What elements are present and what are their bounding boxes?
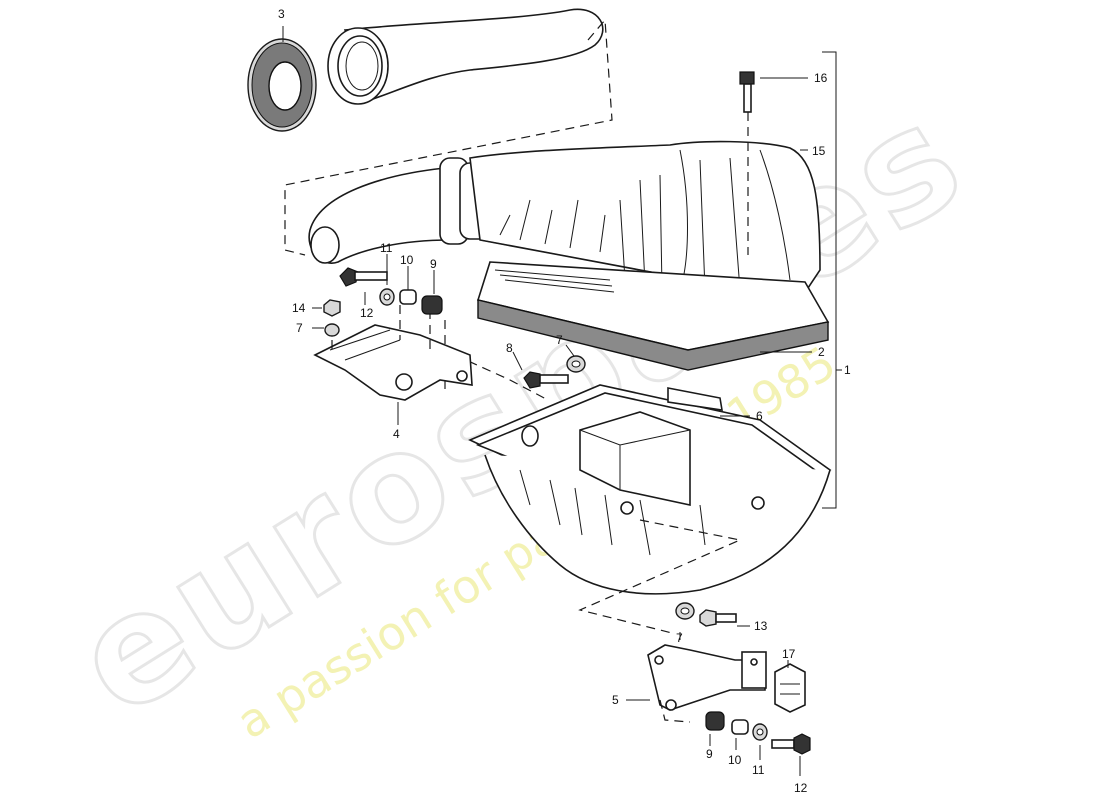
callout-7-mid: 7: [556, 333, 563, 347]
callout-15: 15: [812, 144, 826, 158]
callout-labels: 3 16 15 1 2 6 11 10 9 12 14 7 4 8 7 13 7…: [278, 7, 851, 795]
callout-10-top: 10: [400, 253, 414, 267]
callout-4: 4: [393, 427, 400, 441]
callout-8: 8: [506, 341, 513, 355]
callout-12-top: 12: [360, 306, 374, 320]
callout-13: 13: [754, 619, 768, 633]
callout-1: 1: [844, 363, 851, 377]
dash-hose-link: [284, 18, 613, 256]
callout-9-top: 9: [430, 257, 437, 271]
callout-2: 2: [818, 345, 825, 359]
callout-7-lower: 7: [676, 631, 683, 645]
callout-17: 17: [782, 647, 796, 661]
callout-10-bottom: 10: [728, 753, 742, 767]
callout-11-top: 11: [380, 241, 393, 255]
part-lower-housing: [468, 384, 832, 634]
callout-9-bottom: 9: [706, 747, 713, 761]
callout-5: 5: [612, 693, 619, 707]
part-bolt-16: [739, 71, 755, 255]
callout-7-left: 7: [296, 321, 303, 335]
part-clip: [774, 663, 806, 713]
callout-16: 16: [814, 71, 828, 85]
part-filter-element: [476, 261, 830, 371]
callout-14: 14: [292, 301, 306, 315]
part-mount-bracket: [313, 305, 473, 401]
callout-12-bottom: 12: [794, 781, 808, 795]
callout-6: 6: [756, 409, 763, 423]
part-lower-bracket: [647, 644, 767, 723]
fasteners-left: [323, 267, 586, 389]
leader-lines: [282, 26, 842, 776]
callout-11-bottom: 11: [752, 763, 765, 777]
callout-3: 3: [278, 7, 285, 21]
part-grommet: [247, 38, 317, 132]
fasteners-lower: [675, 602, 811, 755]
part-intake-hose-upper: [327, 8, 604, 105]
